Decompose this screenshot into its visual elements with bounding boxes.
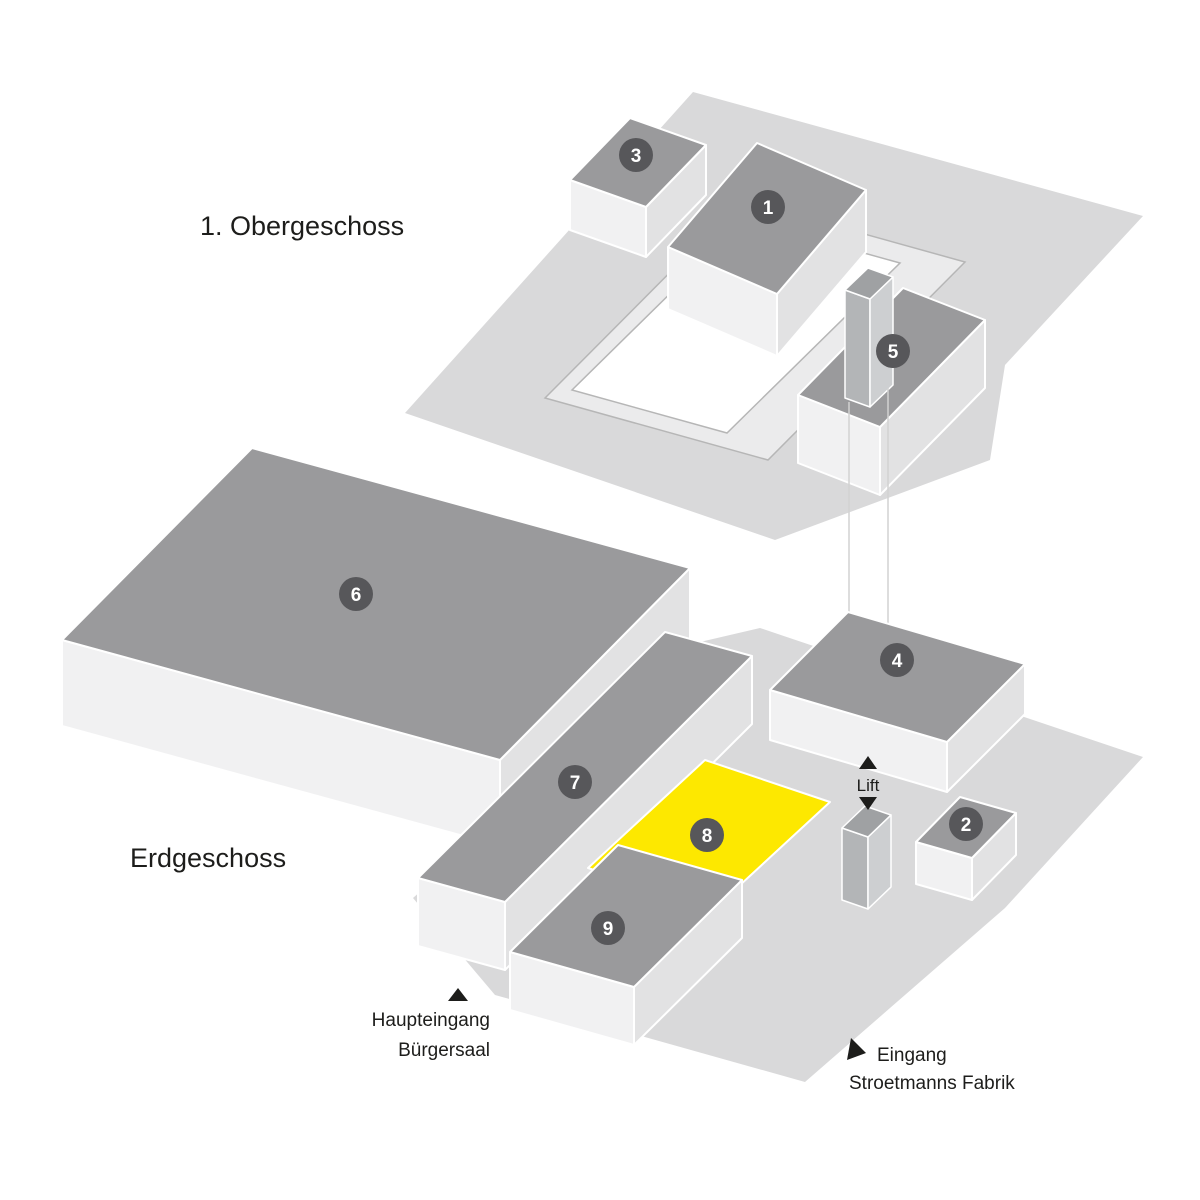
upper-floor: 1. Obergeschoss	[200, 92, 1143, 540]
badge-5[interactable]: 5	[876, 334, 910, 368]
ground-floor: Lift Erdgeschoss	[61, 447, 1143, 1082]
badge-8[interactable]: 8	[690, 818, 724, 852]
building-9	[509, 844, 743, 1046]
lift-tower-upper-left-face	[844, 289, 871, 408]
area-badges: 1 2 3 4 5 6 7 8	[339, 138, 983, 945]
lift-tower-ground-roof	[841, 805, 892, 838]
badge-1-number: 1	[763, 198, 774, 219]
badge-6-number: 6	[351, 585, 362, 606]
building-4-roof	[769, 611, 1026, 743]
fabrik-entrance-arrow-icon	[847, 1038, 866, 1060]
building-6-roof	[61, 447, 691, 761]
fabrik-entrance-label-line1: Eingang	[877, 1045, 947, 1066]
lift-tower-upper-roof	[844, 267, 894, 300]
badge-2-circle[interactable]	[949, 807, 983, 841]
badge-6-circle[interactable]	[339, 577, 373, 611]
lift-label-group: Lift	[857, 756, 880, 810]
lift-up-arrow-icon	[859, 756, 877, 769]
ground-floor-label: Erdgeschoss	[130, 843, 286, 873]
badge-7[interactable]: 7	[558, 765, 592, 799]
badge-1-circle[interactable]	[751, 190, 785, 224]
badge-3-number: 3	[631, 146, 642, 167]
building-9-roof	[509, 844, 743, 988]
badge-9[interactable]: 9	[591, 911, 625, 945]
badge-3[interactable]: 3	[619, 138, 653, 172]
badge-4-number: 4	[892, 651, 903, 672]
badge-5-number: 5	[888, 342, 899, 363]
badge-4[interactable]: 4	[880, 643, 914, 677]
main-entrance-label-line1: Haupteingang	[372, 1010, 490, 1031]
building-7-roof	[417, 631, 753, 903]
lift-down-arrow-icon	[859, 797, 877, 810]
badge-8-number: 8	[702, 826, 713, 847]
badge-2-number: 2	[961, 815, 972, 836]
building-7	[417, 631, 753, 971]
badge-7-number: 7	[570, 773, 581, 794]
main-entrance-arrow-icon	[448, 988, 468, 1001]
badge-6[interactable]: 6	[339, 577, 373, 611]
fabrik-entrance-label-line2: Stroetmanns Fabrik	[849, 1073, 1015, 1094]
badge-2[interactable]: 2	[949, 807, 983, 841]
badge-9-number: 9	[603, 919, 614, 940]
upper-floor-label: 1. Obergeschoss	[200, 211, 404, 241]
main-entrance-label-line2: Bürgersaal	[398, 1040, 490, 1061]
fabrik-entrance-annotation: Eingang Stroetmanns Fabrik	[847, 1038, 1015, 1094]
badge-1[interactable]: 1	[751, 190, 785, 224]
badge-9-circle[interactable]	[591, 911, 625, 945]
main-entrance-annotation: Haupteingang Bürgersaal	[372, 988, 490, 1061]
lift-tower-ground	[841, 805, 892, 910]
building-6	[61, 447, 691, 847]
badge-3-circle[interactable]	[619, 138, 653, 172]
badge-5-circle[interactable]	[876, 334, 910, 368]
lift-tower-ground-left-face	[841, 827, 869, 910]
badge-7-circle[interactable]	[558, 765, 592, 799]
badge-4-circle[interactable]	[880, 643, 914, 677]
building-4	[769, 611, 1026, 793]
lift-label: Lift	[857, 776, 880, 795]
badge-8-circle[interactable]	[690, 818, 724, 852]
